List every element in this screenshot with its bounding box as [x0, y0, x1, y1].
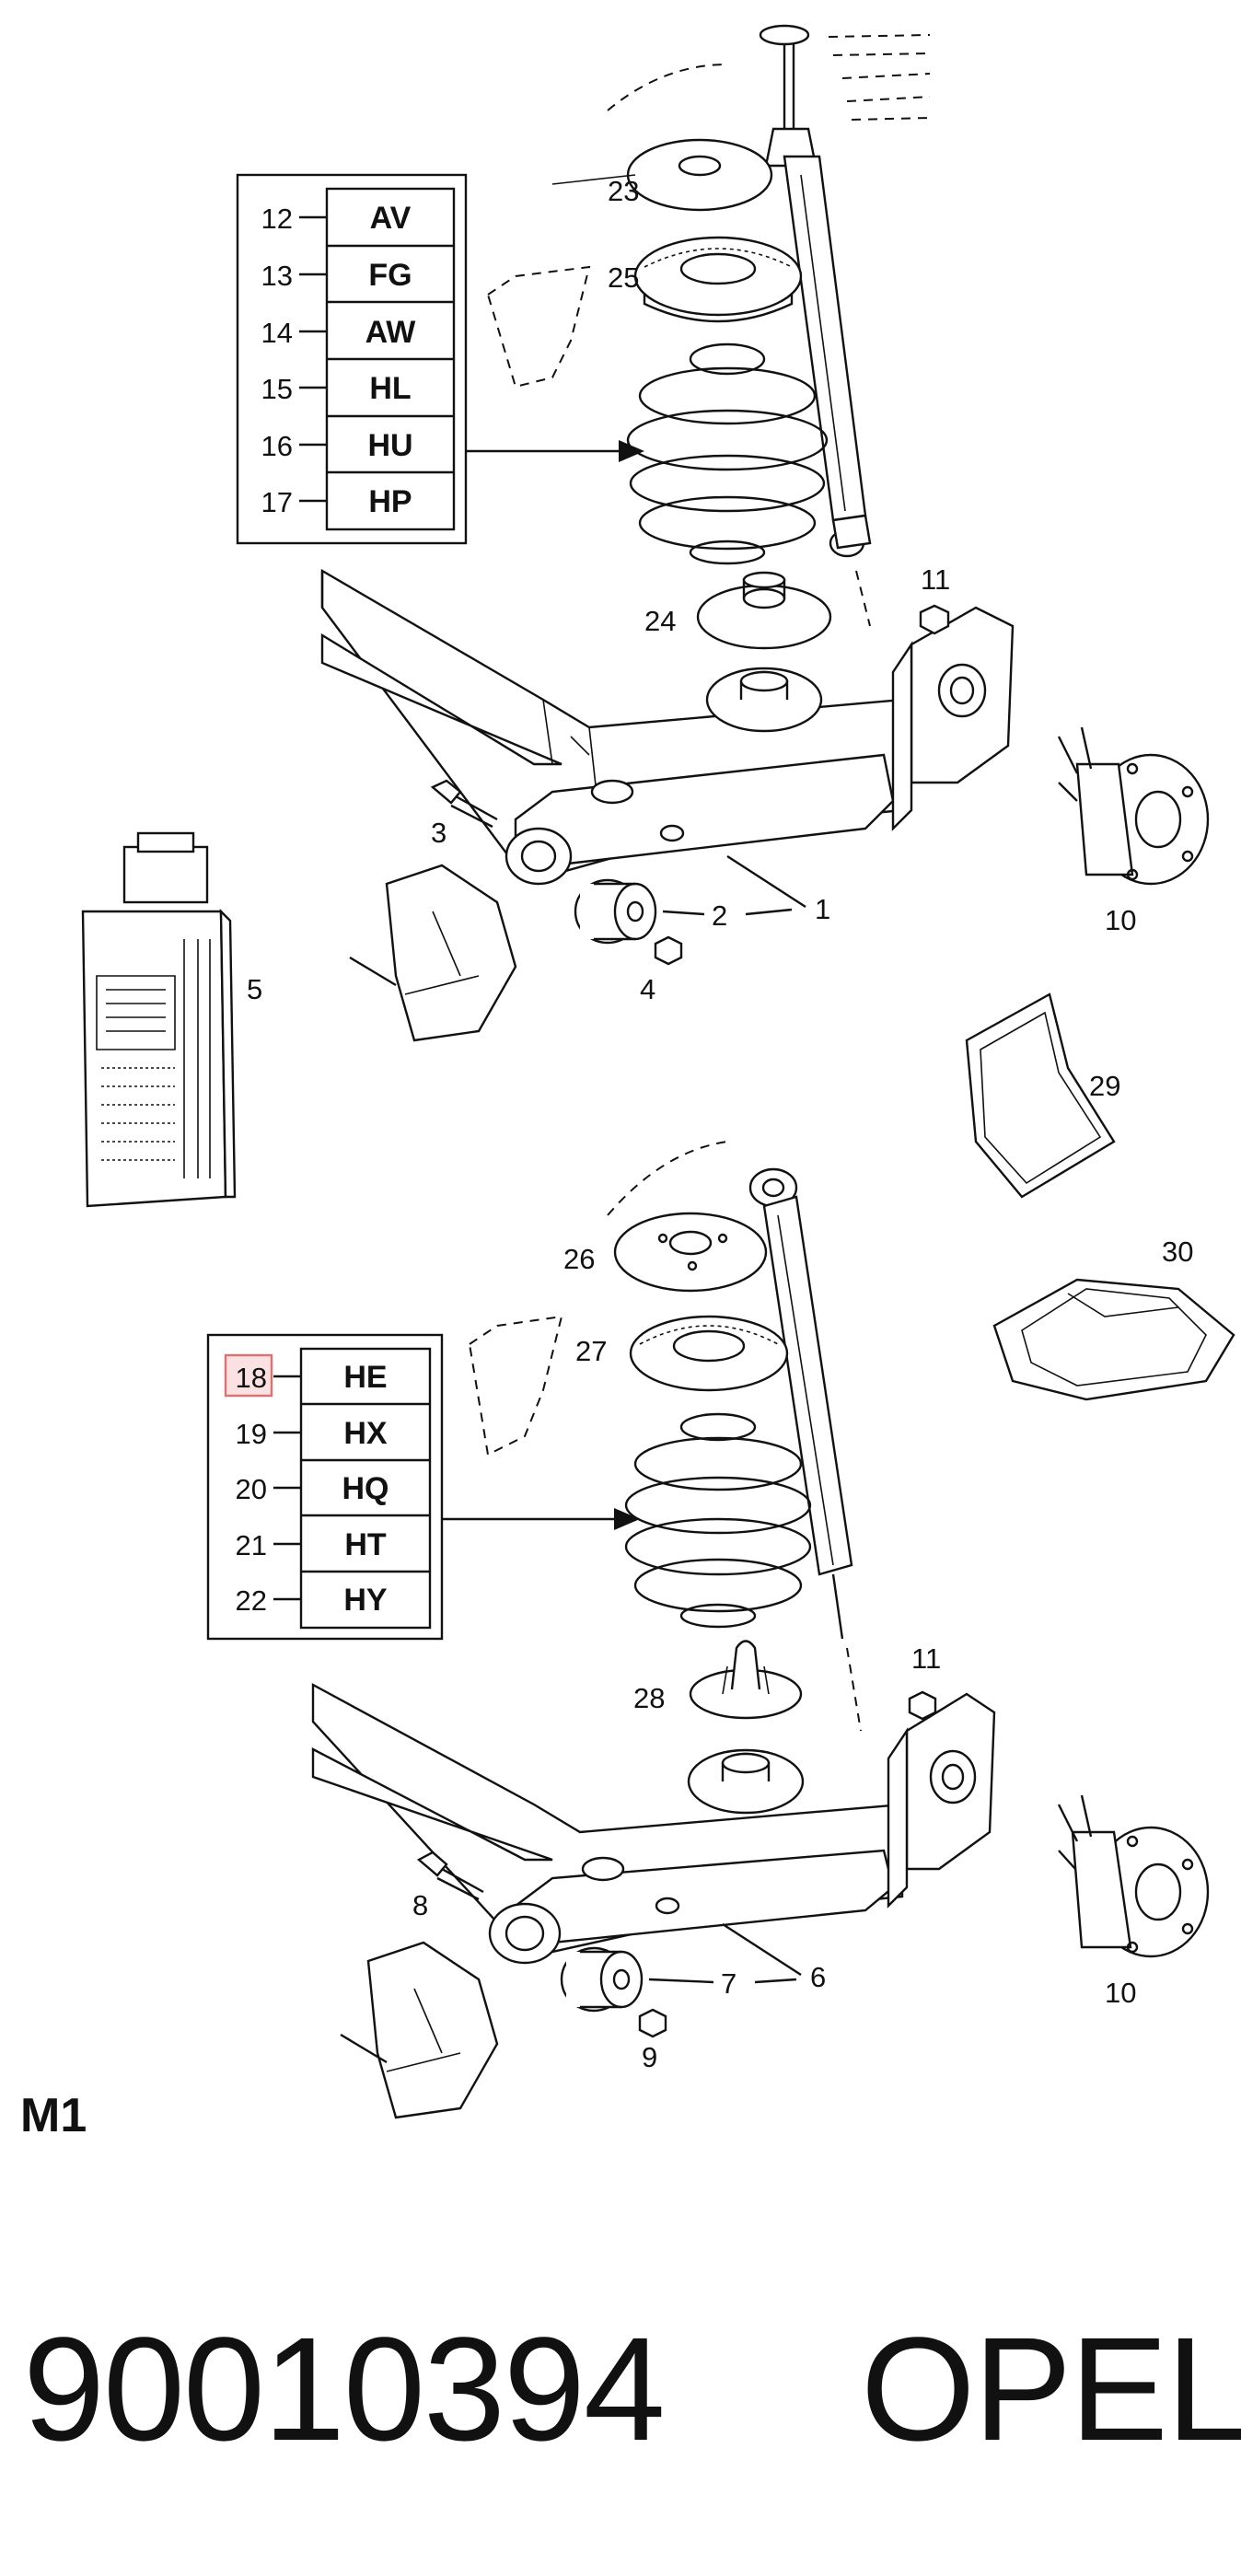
part-30-pad	[992, 1278, 1235, 1401]
part-29-guard	[965, 992, 1116, 1199]
table-row-code: HE	[343, 1360, 387, 1395]
part-7-bush	[560, 1946, 644, 2013]
hub-bracket-top	[891, 606, 1015, 831]
body-bracket-bottom	[340, 1941, 499, 2119]
callout-2: 2	[712, 899, 727, 932]
coil-spring-bottom	[624, 1412, 812, 1629]
part-9-nut	[638, 2008, 667, 2038]
table-row-code: HY	[343, 1583, 388, 1618]
table-row-code: HL	[369, 371, 411, 406]
callout-25: 25	[608, 261, 639, 294]
part-11-nut-bottom	[908, 1690, 937, 1721]
table-row-num: 15	[261, 373, 293, 405]
callout-3: 3	[431, 817, 447, 849]
part-10-wheel-hub-top	[1057, 726, 1210, 886]
body-bracket-top	[349, 864, 517, 1042]
table-row-num: 22	[236, 1584, 267, 1617]
callout-27: 27	[575, 1335, 607, 1367]
body-outline-dashed	[486, 265, 591, 389]
part-5-fluid-bottle	[81, 831, 237, 1208]
table-row-num: 19	[236, 1418, 267, 1450]
callout-29: 29	[1089, 1070, 1120, 1102]
table-row-num: 13	[261, 260, 293, 292]
part-2-bush	[574, 878, 657, 945]
part-23-washer	[551, 138, 773, 212]
callout-4: 4	[640, 973, 655, 1005]
table-row-code: HP	[368, 484, 412, 519]
part-27-spring-pad	[629, 1315, 789, 1392]
code-table-top-rows: 12 AV 13 FG 14 AW 15 HL 16 HU 17 HP	[261, 201, 417, 519]
callout-8: 8	[412, 1889, 428, 1921]
callout-7: 7	[721, 1967, 736, 2000]
code-table-bottom	[206, 1333, 640, 1641]
shock-absorber-bottom	[607, 1141, 862, 1732]
table-row-code: AW	[365, 315, 417, 350]
callout-1: 1	[815, 893, 830, 925]
callout-10-bottom: 10	[1105, 1977, 1136, 2009]
callout-11-bottom: 11	[911, 1642, 941, 1675]
hub-bracket-bottom	[887, 1692, 996, 1909]
part-11-nut-top	[919, 604, 950, 635]
callout-labels: 23 25 24 11 3 1 2 4 10 5 29 30 26 27 28 …	[247, 175, 1193, 2073]
callout-5: 5	[247, 973, 262, 1005]
table-row-num-highlighted: 18	[236, 1362, 267, 1394]
rear-axle-beam-bottom	[311, 1682, 904, 1965]
table-row-code: HT	[344, 1527, 387, 1562]
callout-9: 9	[642, 2041, 657, 2073]
part-24-spring-seat	[696, 571, 832, 650]
code-table-bottom-rows: 18 HE 19 HX 20 HQ 21 HT 22 HY	[236, 1360, 389, 1618]
callout-24: 24	[644, 605, 676, 637]
table-row-code: HX	[343, 1416, 388, 1451]
table-row-num: 20	[236, 1473, 267, 1505]
table-row-code: HU	[367, 428, 412, 463]
table-row-num: 17	[261, 486, 293, 518]
brand-name: OPEL	[861, 2306, 1241, 2471]
callout-26: 26	[563, 1243, 595, 1275]
rear-axle-beam-top	[320, 568, 904, 886]
table-row-code: FG	[368, 258, 412, 293]
callout-30: 30	[1162, 1236, 1193, 1268]
part-28-bump-stop	[689, 1640, 803, 1720]
table-row-code: HQ	[342, 1471, 389, 1506]
table-row-num: 16	[261, 430, 293, 462]
table-row-num: 14	[261, 317, 293, 349]
table-row-num: 21	[236, 1529, 267, 1561]
part-26-seat	[613, 1212, 768, 1293]
callout-28: 28	[633, 1682, 665, 1714]
part-3-bolt	[430, 779, 498, 829]
body-outline-dashed-bottom	[468, 1315, 563, 1456]
code-table-top	[236, 173, 644, 545]
coil-spring-top	[626, 342, 829, 565]
table-row-num: 12	[261, 203, 293, 235]
part-10-wheel-hub-bottom	[1057, 1794, 1210, 1958]
highlight-box	[224, 1353, 273, 1398]
table-row-code: AV	[370, 201, 412, 236]
callout-11: 11	[921, 563, 950, 596]
part-4-nut	[654, 935, 683, 966]
callout-10: 10	[1105, 904, 1136, 936]
part-number: 90010394	[23, 2306, 666, 2471]
sheet-label: M1	[20, 2089, 87, 2142]
part-8-bolt	[416, 1851, 484, 1901]
callout-6: 6	[810, 1961, 826, 1993]
part-25-spring-pad	[633, 236, 803, 323]
callout-23: 23	[608, 175, 639, 207]
shock-absorber-top	[759, 24, 931, 627]
